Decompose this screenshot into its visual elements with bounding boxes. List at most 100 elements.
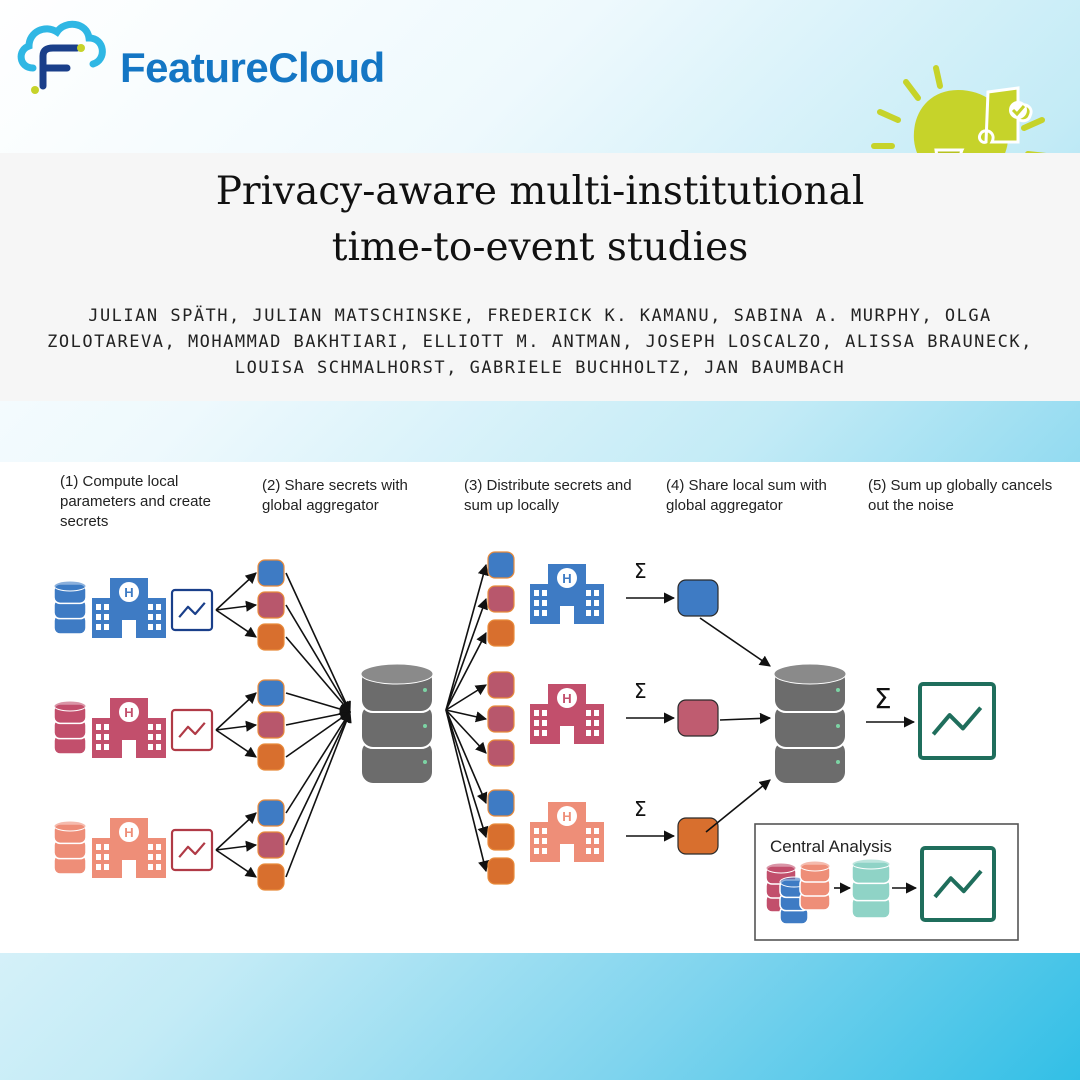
institution-2-building-window (586, 720, 591, 726)
arrow-to-secret-1-1 (215, 572, 257, 611)
institution-1-building-letter: H (562, 571, 571, 586)
local-sum-1 (677, 579, 719, 617)
institution-3-building-window (586, 838, 591, 844)
institution-3-building-window (534, 848, 539, 854)
institution-2-building-window (534, 730, 539, 736)
arrow-sum3-to-aggregator (705, 779, 771, 833)
hospital-3-window (104, 844, 109, 850)
institution-2-building-window (586, 710, 591, 716)
arrow-distribute-3-1 (445, 709, 488, 805)
hospital-2-window (96, 724, 101, 730)
institution-2-building-window (594, 710, 599, 716)
central-result-chart (920, 846, 996, 922)
institution-2-building-window (594, 720, 599, 726)
arrow-to-aggregator-3-2 (285, 710, 351, 846)
institution-1-building-window (534, 600, 539, 606)
institution-1-building-door (560, 606, 574, 624)
hospital-1-badge (119, 582, 139, 602)
local-result-chart-3-line (178, 842, 206, 858)
second-aggregator-database-led (836, 724, 840, 728)
institution-1-building-window (534, 610, 539, 616)
hospital-1-letter: H (124, 585, 133, 600)
arrow-to-aggregator-1-1 (285, 572, 351, 714)
title-band (0, 153, 1080, 401)
central-result-chart-line (933, 869, 983, 899)
local-database-2-top (53, 700, 87, 712)
secret-1-3 (257, 623, 285, 651)
brand-name: FeatureCloud (120, 44, 385, 91)
local-result-chart-1 (170, 588, 214, 632)
institution-1-building-window (586, 590, 591, 596)
hospital-2-door (122, 740, 136, 758)
hospital-3-window (148, 844, 153, 850)
local-result-chart-2-line (178, 722, 206, 738)
institution-1-building-window (594, 610, 599, 616)
arrow-to-secret-1-3 (215, 609, 257, 638)
hospital-1-door (122, 620, 136, 638)
received-secret-2-3 (487, 739, 515, 767)
central-db-red-top (765, 862, 797, 874)
institution-1-building-badge (557, 568, 577, 588)
global-sum-symbol: Σ (874, 682, 892, 715)
hospital-1-window (104, 604, 109, 610)
secret-2-1 (257, 679, 285, 707)
institution-3-building-window (586, 828, 591, 834)
hospital-3-letter: H (124, 825, 133, 840)
institution-2-building-window (542, 710, 547, 716)
hospital-3-window (156, 864, 161, 870)
hospital-2-window (96, 744, 101, 750)
secret-2-2 (257, 711, 285, 739)
hospital-1-window (156, 614, 161, 620)
hospital-1-window (148, 614, 153, 620)
arrow-to-secret-3-1 (215, 812, 257, 851)
arrow-distribute-1-1 (445, 563, 489, 711)
local-database-3 (53, 820, 87, 875)
arrow-to-aggregator-1-3 (285, 636, 351, 713)
arrow-to-aggregator-1-2 (285, 604, 351, 713)
received-secret-1-1 (487, 551, 515, 579)
received-secret-3-2 (487, 823, 515, 851)
institution-2-building-door (560, 726, 574, 744)
institution-2-building-window (594, 730, 599, 736)
institution-2-building-badge (557, 688, 577, 708)
hospital-3: H (92, 818, 166, 878)
arrow-to-secret-2-3 (215, 729, 257, 758)
local-result-chart-2 (170, 708, 214, 752)
institution-3-building-window (594, 838, 599, 844)
hospital-3-window (156, 844, 161, 850)
hospital-2-window (148, 744, 153, 750)
arrow-to-secret-3-2 (215, 840, 258, 852)
workflow-diagram: (1) Compute local parameters and create … (0, 462, 1080, 953)
global-aggregator-database-led (423, 760, 427, 764)
institution-3-building-window (586, 848, 591, 854)
page-title: Privacy-aware multi-institutional time-t… (0, 164, 1080, 276)
hospital-3-badge (119, 822, 139, 842)
global-aggregator-database-led (423, 688, 427, 692)
institution-1-building-window (542, 610, 547, 616)
arrow-to-secret-1-2 (215, 600, 258, 612)
institution-1-building-window (594, 590, 599, 596)
hospital-3-window (156, 854, 161, 860)
institution-3-building-window (542, 838, 547, 844)
hospital-1-window (96, 624, 101, 630)
hospital-2-window (104, 744, 109, 750)
hospital-3-window (104, 854, 109, 860)
step-1-label: (1) Compute local parameters and create … (60, 473, 211, 530)
title-line-2: time-to-event studies (331, 225, 749, 270)
local-database-2 (53, 700, 87, 755)
hospital-1-window (148, 624, 153, 630)
arrow-sum2-to-aggregator (719, 712, 772, 724)
hospital-2-window (156, 734, 161, 740)
institution-3-building-window (594, 828, 599, 834)
institution-3-building-window (594, 848, 599, 854)
sum-symbol-2: Σ (634, 679, 647, 703)
hospital-2-window (104, 724, 109, 730)
second-aggregator-database-led (836, 760, 840, 764)
sum-symbol-3: Σ (634, 797, 647, 821)
secret-3-1 (257, 799, 285, 827)
institution-3-building-window (542, 828, 547, 834)
hospital-1: H (92, 578, 166, 638)
arrow-to-aggregator-3-1 (285, 711, 351, 814)
local-database-3-top (53, 820, 87, 832)
institution-1-building-window (586, 600, 591, 606)
